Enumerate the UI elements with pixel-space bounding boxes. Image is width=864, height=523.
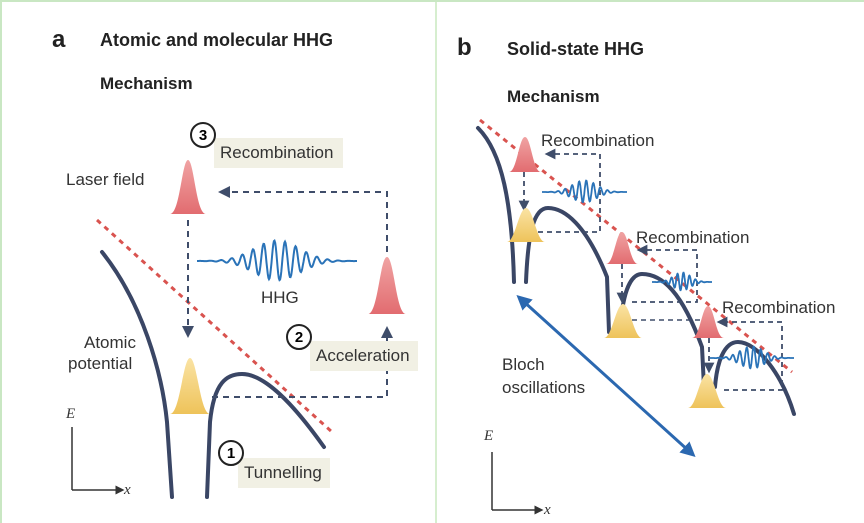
energy-axis-label-a: E xyxy=(66,406,76,422)
recombination-label-b1: Recombination xyxy=(541,131,655,150)
atomic-potential-label-2: potential xyxy=(68,354,133,373)
panel-a-title: Atomic and molecular HHG xyxy=(100,30,334,50)
electron-packet-red-b1 xyxy=(509,137,541,172)
panel-b-letter: b xyxy=(457,34,472,61)
trajectory-loop-b1 xyxy=(538,148,601,233)
recombination-label-b3: Recombination xyxy=(722,298,836,317)
electron-packet-red-b3 xyxy=(692,306,724,338)
recombination-label-b2: Recombination xyxy=(636,228,750,247)
electron-packet-red-b2 xyxy=(606,232,638,264)
acceleration-label: Acceleration xyxy=(310,341,418,371)
step-2-badge: 2 xyxy=(286,324,312,350)
laser-field-line-b xyxy=(479,118,793,374)
atomic-potential-label-1: Atomic xyxy=(84,333,136,352)
bloch-oscillation-arrow xyxy=(516,294,696,458)
panel-b-title: Solid-state HHG xyxy=(507,39,645,59)
electron-packet-yellow-b1 xyxy=(507,208,545,242)
electron-packet-yellow-a xyxy=(170,358,210,414)
trajectory-loop-b3 xyxy=(716,316,783,391)
bloch-label-2: oscillations xyxy=(502,378,586,397)
return-path-a xyxy=(218,186,388,252)
panel-a-letter: a xyxy=(52,26,66,53)
hhg-label: HHG xyxy=(261,288,299,307)
electron-packet-yellow-b3 xyxy=(688,374,726,408)
atomic-potential-curve xyxy=(100,250,326,499)
bloch-label-1: Bloch xyxy=(502,355,545,374)
electron-packet-red-a1 xyxy=(170,160,206,214)
panel-a-subtitle: Mechanism xyxy=(100,74,193,93)
hhg-wave-b3 xyxy=(710,345,794,370)
trajectory-loop-b2 xyxy=(632,244,698,303)
laser-field-label: Laser field xyxy=(66,170,145,189)
position-axis-label-b: x xyxy=(544,502,551,518)
electron-trajectory-a xyxy=(212,326,393,398)
position-axis-label-a: x xyxy=(124,482,131,498)
tunnelling-label: Tunnelling xyxy=(238,458,330,488)
electron-packet-red-a2 xyxy=(368,257,406,314)
recombination-label-a: Recombination xyxy=(214,138,344,168)
periodic-potential-curve xyxy=(476,126,796,416)
hhg-wave-b2 xyxy=(652,271,712,292)
step-3-badge: 3 xyxy=(190,122,216,148)
hhg-wave-a xyxy=(197,238,357,282)
panel-b-subtitle: Mechanism xyxy=(507,87,600,106)
energy-axis-label-b: E xyxy=(484,428,494,444)
hhg-wave-b1 xyxy=(542,179,627,204)
step-1-badge: 1 xyxy=(218,440,244,466)
